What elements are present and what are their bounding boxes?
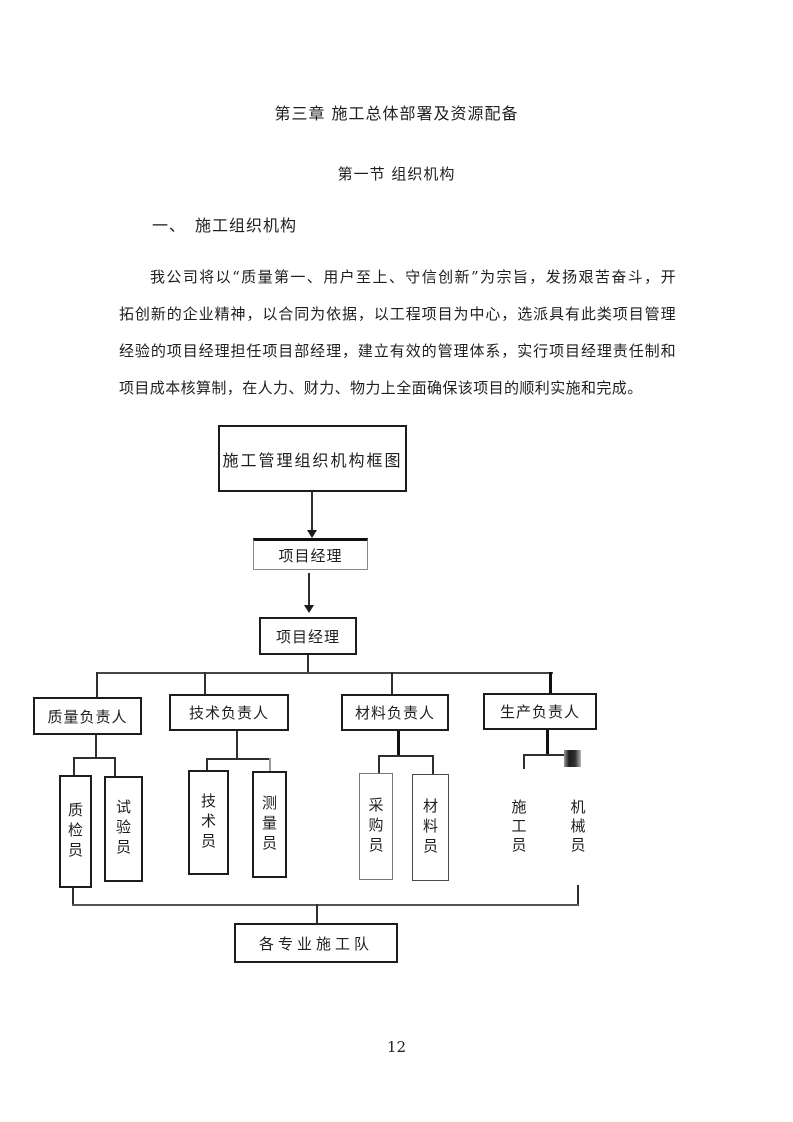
connector-line xyxy=(391,672,393,694)
connector-line xyxy=(72,888,74,906)
project-manager-box-1: 项目经理 xyxy=(253,538,368,570)
connector-line xyxy=(397,731,400,757)
connector-line xyxy=(206,758,271,760)
paragraph-line: 拓创新的企业精神，以合同为依据，以工程项目为中心，选派具有此类项目管理 xyxy=(119,305,676,323)
chart-title-box: 施工管理组织机构框图 xyxy=(218,425,407,492)
connector-line xyxy=(577,885,579,906)
staff-label: 施工员 xyxy=(509,799,528,856)
manager-box-quality: 质量负责人 xyxy=(33,697,142,735)
connector-line xyxy=(524,754,564,756)
connector-line xyxy=(204,672,206,694)
page-number: 12 xyxy=(386,1038,407,1056)
project-manager-box-2: 项目经理 xyxy=(259,617,357,655)
staff-label: 测量员 xyxy=(260,794,278,855)
arrow-down-icon xyxy=(307,530,317,538)
manager-label: 生产负责人 xyxy=(499,703,580,721)
staff-label: 材料员 xyxy=(421,797,439,858)
arrow-line xyxy=(308,573,310,607)
manager-label: 材料负责人 xyxy=(354,704,435,722)
paragraph-line: 经验的项目经理担任项目部经理，建立有效的管理体系，实行项目经理责任制和 xyxy=(119,342,676,360)
connector-line xyxy=(114,757,116,776)
manager-box-production: 生产负责人 xyxy=(483,693,597,730)
staff-label: 采购员 xyxy=(366,796,385,857)
staff-text-machinist: 机械员 xyxy=(563,780,593,875)
staff-box-purchaser: 采购员 xyxy=(359,773,393,880)
connector-line xyxy=(307,655,309,673)
staff-label: 试验员 xyxy=(114,799,132,859)
manager-label: 技术负责人 xyxy=(188,704,269,722)
staff-text-constructor: 施工员 xyxy=(504,780,534,875)
section-title: 第一节 组织机构 xyxy=(337,165,456,183)
connector-line xyxy=(97,672,553,674)
connector-line xyxy=(523,754,525,769)
chapter-title: 第三章 施工总体部署及资源配备 xyxy=(274,104,519,123)
connector-line xyxy=(236,731,238,760)
ink-artifact-block xyxy=(564,750,581,767)
connector-line xyxy=(72,904,579,906)
connector-line xyxy=(432,755,434,774)
manager-label: 质量负责人 xyxy=(47,707,128,726)
staff-box-quality-inspector: 质检员 xyxy=(59,775,92,888)
connector-line xyxy=(74,757,116,759)
paragraph-line: 项目成本核算制，在人力、财力、物力上全面确保该项目的顺利实施和完成。 xyxy=(119,379,643,397)
manager-box-technical: 技术负责人 xyxy=(169,694,289,731)
manager-box-material: 材料负责人 xyxy=(341,694,449,731)
bottom-box-construction-teams: 各专业施工队 xyxy=(234,923,398,963)
staff-box-tester: 试验员 xyxy=(104,776,143,882)
connector-line xyxy=(378,755,380,773)
staff-label: 质检员 xyxy=(66,801,84,862)
bottom-box-label: 各专业施工队 xyxy=(258,934,373,953)
connector-line xyxy=(206,758,208,770)
paragraph-line: 我公司将以“质量第一、用户至上、守信创新”为宗旨，发扬艰苦奋斗，开 xyxy=(150,268,676,286)
arrow-line xyxy=(311,492,313,532)
project-manager-label: 项目经理 xyxy=(278,546,343,565)
connector-line xyxy=(549,672,552,693)
staff-box-surveyor: 测量员 xyxy=(252,771,287,878)
staff-label: 机械员 xyxy=(568,799,587,856)
connector-line xyxy=(269,758,271,771)
chart-title-label: 施工管理组织机构框图 xyxy=(222,450,403,470)
connector-line xyxy=(379,755,434,757)
connector-line xyxy=(546,730,549,756)
section-heading: 一、 施工组织机构 xyxy=(152,216,298,235)
arrow-down-icon xyxy=(304,605,314,613)
body-paragraph: 我公司将以“质量第一、用户至上、守信创新”为宗旨，发扬艰苦奋斗，开 拓创新的企业… xyxy=(119,259,676,407)
staff-box-material-clerk: 材料员 xyxy=(412,774,449,881)
connector-line xyxy=(73,757,75,775)
staff-box-technician: 技术员 xyxy=(188,770,229,875)
staff-label: 技术员 xyxy=(199,792,217,853)
connector-line xyxy=(95,735,97,759)
project-manager-label: 项目经理 xyxy=(275,627,340,646)
connector-line xyxy=(316,904,318,924)
connector-line xyxy=(96,672,98,697)
